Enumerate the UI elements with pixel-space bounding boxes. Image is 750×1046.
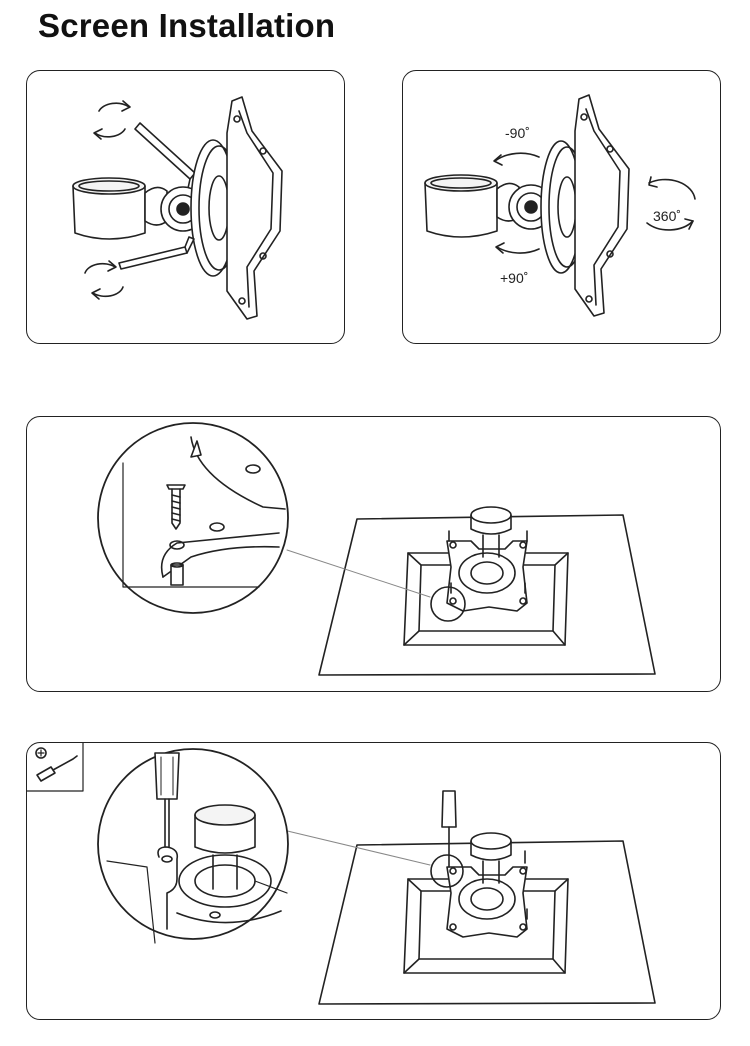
rotation-range-illustration	[424, 94, 696, 317]
arm-cylinder	[72, 177, 146, 240]
screwdriver-tool	[441, 790, 457, 868]
tilt-up-angle-label: -90˚	[505, 125, 530, 141]
page-title: Screen Installation	[38, 7, 336, 44]
step-hex-key-adjust-panel	[26, 70, 345, 344]
attach-bracket-illustration	[97, 422, 656, 676]
tilt-down-arrow-icon	[495, 242, 540, 254]
rotate-arrows-icon	[84, 260, 124, 300]
arm-cylinder	[424, 174, 498, 238]
vesa-bracket	[446, 506, 528, 612]
step-rotation-range-panel: -90˚ +90˚ 360˚	[402, 70, 721, 344]
tighten-screws-illustration	[27, 743, 656, 1005]
zoom-detail-screw	[97, 422, 289, 614]
hex-key-icon	[118, 236, 195, 270]
tilt-down-angle-label: +90˚	[500, 270, 529, 286]
tilt-up-arrow-icon	[493, 152, 540, 166]
step-attach-bracket-panel	[26, 416, 721, 692]
vesa-bracket	[446, 832, 528, 938]
vesa-bracket	[226, 96, 283, 320]
zoom-detail-screwdriver	[97, 748, 289, 944]
vesa-bracket	[574, 94, 630, 317]
round-mount-plate	[190, 139, 240, 277]
swivel-angle-label: 360˚	[653, 208, 682, 224]
phillips-screwdriver-icon	[27, 743, 84, 792]
rotate-arrows-icon	[93, 100, 131, 140]
hex-key-adjust-illustration	[72, 96, 283, 320]
swivel-360-arrow-icon	[646, 176, 696, 231]
step-tighten-screws-panel	[26, 742, 721, 1020]
